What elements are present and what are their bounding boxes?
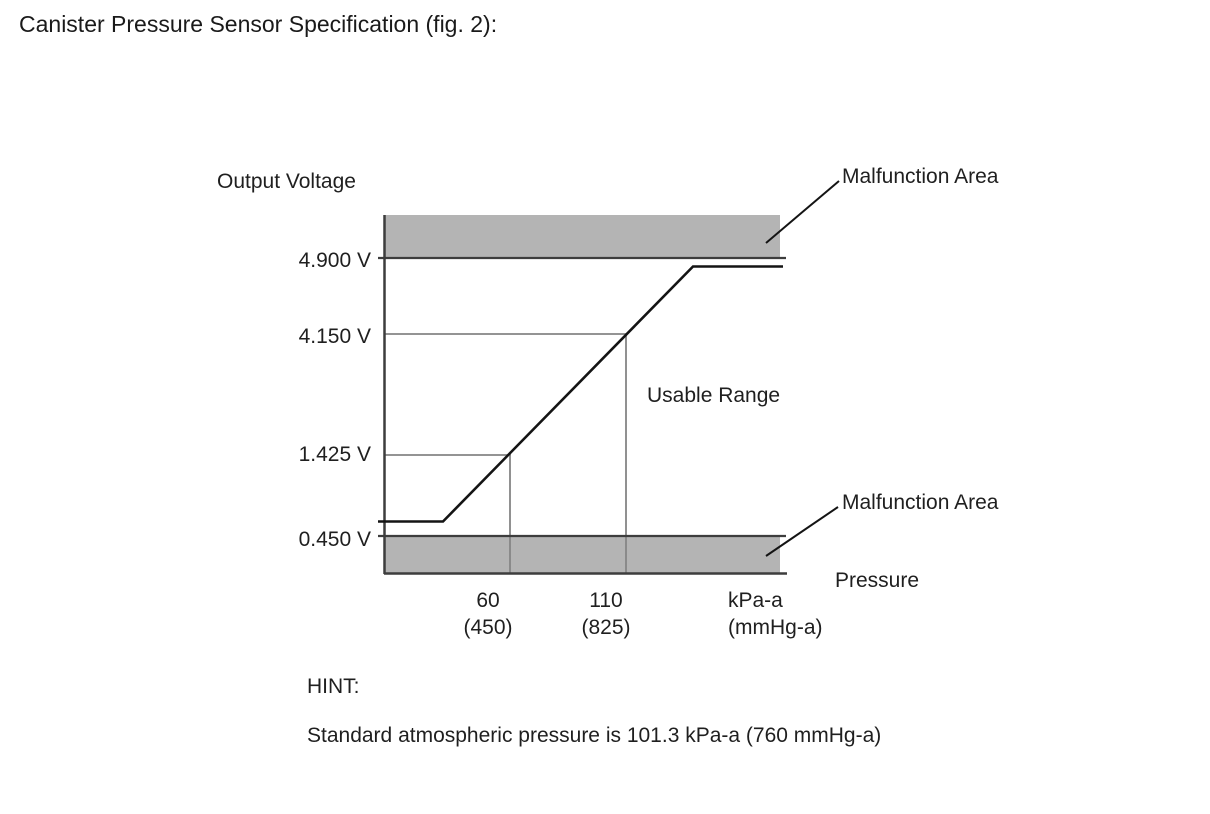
malfunction-area-label-bottom: Malfunction Area bbox=[842, 491, 999, 514]
malfunction-band-top bbox=[385, 215, 780, 258]
x-tick-60: 60 (450) bbox=[448, 587, 528, 641]
hint-text: Standard atmospheric pressure is 101.3 k… bbox=[307, 724, 882, 747]
x-tick-110-kpa: 110 bbox=[589, 589, 623, 612]
x-axis-title: Pressure bbox=[835, 569, 920, 592]
callout-line-malfunction-bottom bbox=[765, 506, 839, 557]
x-tick-60-mmhg: (450) bbox=[463, 616, 513, 639]
y-tick-0450v: 0.450 V bbox=[298, 528, 371, 551]
hint-heading: HINT: bbox=[307, 675, 360, 698]
y-tick-1425v: 1.425 V bbox=[298, 443, 371, 466]
x-tick-60-kpa: 60 bbox=[476, 589, 500, 612]
x-axis-unit-mmhg: (mmHg-a) bbox=[728, 616, 823, 639]
malfunction-band-bottom bbox=[385, 536, 780, 574]
sensor-output-curve bbox=[378, 265, 783, 523]
y-tick-4900v: 4.900 V bbox=[298, 249, 371, 272]
malfunction-area-label-top: Malfunction Area bbox=[842, 165, 999, 188]
figure-title: Canister Pressure Sensor Specification (… bbox=[19, 11, 498, 37]
y-axis-title: Output Voltage bbox=[217, 170, 356, 193]
usable-range-label: Usable Range bbox=[647, 384, 781, 407]
x-tick-110: 110 (825) bbox=[566, 587, 646, 641]
callout-line-malfunction-top bbox=[765, 180, 840, 244]
x-axis-unit-kpa: kPa-a bbox=[728, 589, 783, 612]
x-tick-110-mmhg: (825) bbox=[581, 616, 631, 639]
x-axis-units: kPa-a (mmHg-a) bbox=[728, 587, 823, 641]
y-tick-4150v: 4.150 V bbox=[298, 325, 371, 348]
